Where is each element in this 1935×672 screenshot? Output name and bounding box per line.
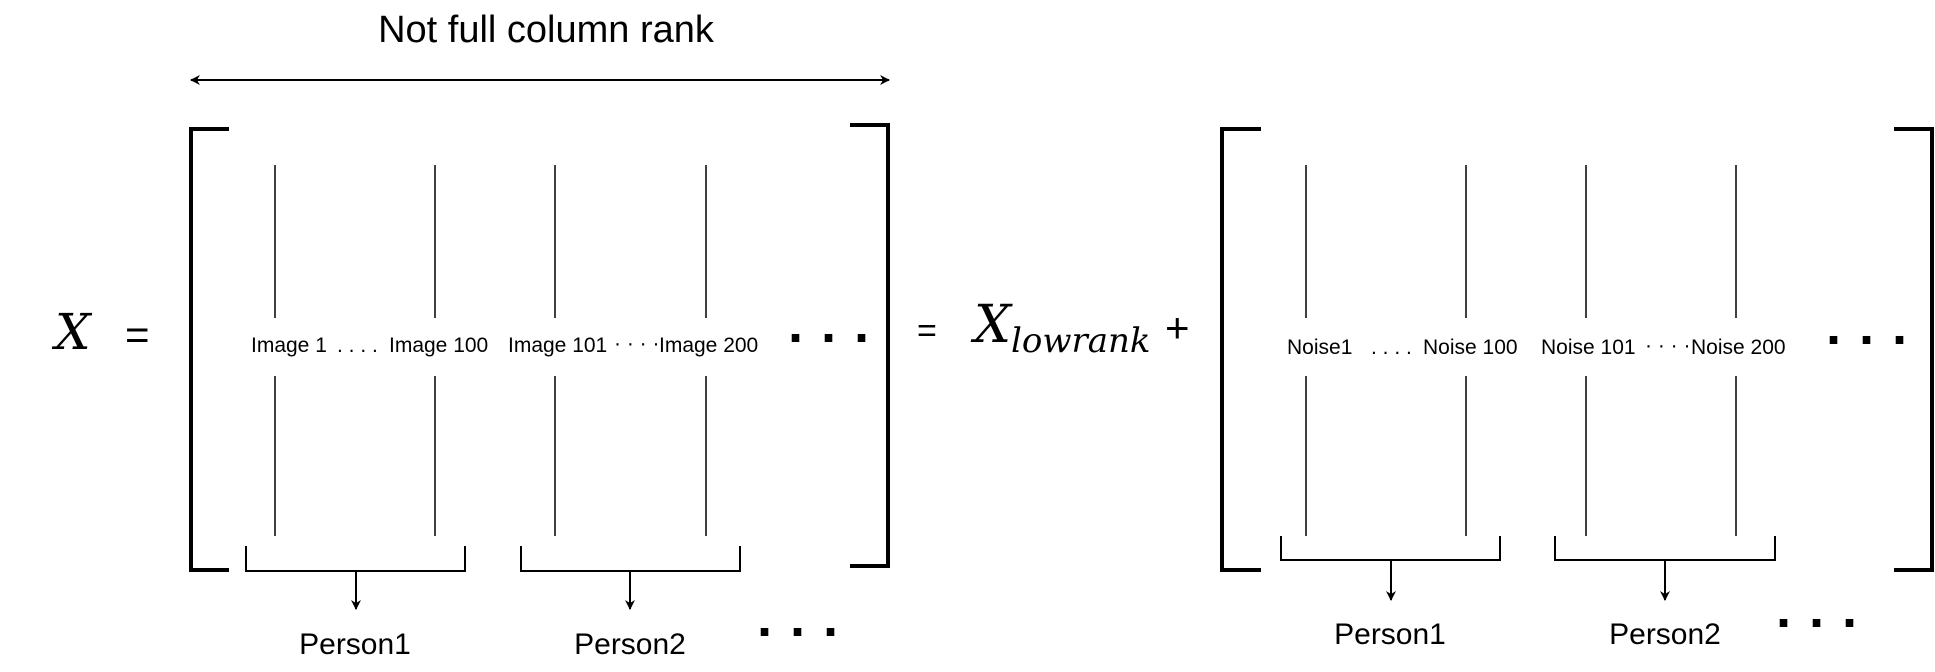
columns-ellipsis: · · · bbox=[788, 308, 872, 368]
group-label-person2: Person2 bbox=[574, 628, 686, 661]
column-label-noise-200: Noise 200 bbox=[1691, 336, 1786, 359]
noise-groups-ellipsis: · · · bbox=[1776, 593, 1860, 653]
right-matrix-close-bracket bbox=[1894, 127, 1934, 572]
group-label-person1: Person1 bbox=[299, 628, 411, 661]
noise-column-dots-2: · · · · bbox=[1645, 334, 1690, 357]
noise-columns-ellipsis: · · · bbox=[1826, 310, 1910, 370]
x-symbol: X bbox=[51, 303, 93, 361]
groups-ellipsis: · · · bbox=[757, 602, 841, 662]
right-matrix: Noise1 . . . . Noise 100 Noise 101 · · ·… bbox=[1220, 127, 1934, 653]
plus-sign: + bbox=[1165, 304, 1190, 351]
right-matrix-open-bracket bbox=[1220, 127, 1261, 572]
column-label-noise-1: Noise1 bbox=[1287, 336, 1352, 359]
column-label-noise-101: Noise 101 bbox=[1541, 336, 1636, 359]
noise-person1-group-brace bbox=[1280, 536, 1501, 561]
column-rank-label: Not full column rank bbox=[378, 9, 715, 51]
right-matrix-column-lines bbox=[1305, 165, 1737, 536]
left-matrix-column-lines bbox=[274, 165, 707, 536]
left-matrix: Image 1 . . . . Image 100 Image 101 · · … bbox=[189, 123, 890, 662]
column-label-image-101: Image 101 bbox=[508, 334, 607, 357]
equals-sign-middle: = bbox=[917, 312, 937, 350]
noise-group-label-person1: Person1 bbox=[1334, 618, 1446, 651]
column-label-noise-100: Noise 100 bbox=[1423, 336, 1518, 359]
column-label-image-200: Image 200 bbox=[659, 334, 758, 357]
left-matrix-open-bracket bbox=[189, 127, 229, 572]
person2-group-brace bbox=[520, 546, 741, 572]
person1-group-brace bbox=[245, 546, 466, 572]
equals-sign-left: = bbox=[125, 311, 150, 358]
noise-person2-group-brace bbox=[1554, 536, 1776, 561]
column-dots-2: · · · · bbox=[614, 332, 659, 355]
left-matrix-close-bracket bbox=[850, 123, 890, 568]
noise-group-label-person2: Person2 bbox=[1609, 618, 1721, 651]
column-label-image-100: Image 100 bbox=[389, 334, 488, 357]
column-label-image-1: Image 1 bbox=[251, 334, 327, 357]
column-dots-1: . . . . bbox=[337, 334, 378, 357]
lowrank-subscript: lowrank bbox=[1011, 321, 1150, 361]
noise-column-dots-1: . . . . bbox=[1371, 336, 1412, 359]
x-lowrank-symbol: Xlowrank bbox=[970, 295, 1151, 361]
